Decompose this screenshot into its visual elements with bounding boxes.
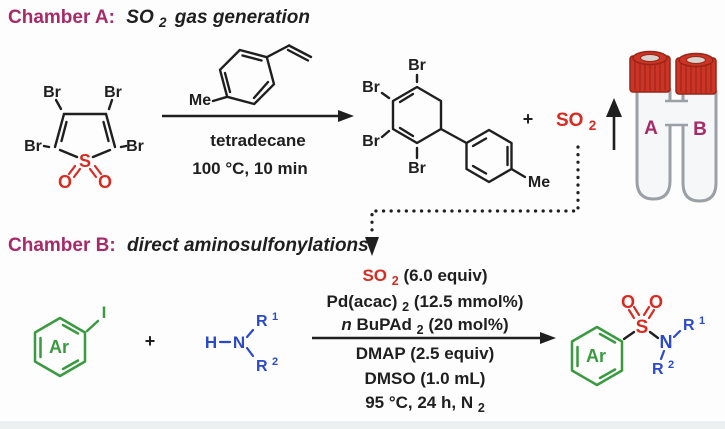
dotted-transfer-arrow xyxy=(365,145,580,256)
me-label: Me xyxy=(528,174,550,191)
condition-solvent: tetradecane xyxy=(210,131,305,150)
o-atom-label: O xyxy=(621,292,635,312)
condition-dmap: DMAP (2.5 equiv) xyxy=(356,344,495,363)
sulfonamide-product-structure: Ar S O O N R 1 R 2 xyxy=(570,292,705,387)
br-label: Br xyxy=(408,57,426,74)
vessel-label-a: A xyxy=(644,118,658,139)
two-chamber-vessel: A B xyxy=(629,50,718,203)
ar-label: Ar xyxy=(586,346,606,366)
vessel-tube-b xyxy=(681,90,718,203)
condition-ligand: n BuPAd 2 (20 mol%) xyxy=(341,315,508,338)
vessel-label-b: B xyxy=(693,119,707,140)
vessel-cap-b xyxy=(675,52,717,95)
s-atom-label: S xyxy=(636,317,649,338)
vessel-tube-a xyxy=(635,88,672,201)
h-atom-label: H xyxy=(205,333,217,352)
arrowhead xyxy=(338,110,354,122)
chamber-a-title-formula: SO xyxy=(126,7,154,28)
n-atom-label: N xyxy=(233,333,245,352)
chamber-b-title: Chamber B: direct aminosulfonylations xyxy=(8,235,369,256)
me-label: Me xyxy=(189,92,211,109)
vessel-cap-a xyxy=(629,50,671,93)
condition-dmso: DMSO (1.0 mL) xyxy=(365,369,486,388)
br-label: Br xyxy=(43,84,61,101)
ar-label: Ar xyxy=(49,337,69,357)
condition-temp-time: 95 °C, 24 h, N 2 xyxy=(365,393,485,415)
amine-structure: H N R 1 R 2 xyxy=(205,311,278,375)
vessel-bridge xyxy=(667,100,686,126)
aryl-iodide-structure: Ar I xyxy=(33,303,107,378)
condition-catalyst: Pd(acac) 2 (12.5 mmol%) xyxy=(327,292,524,315)
bottom-strip xyxy=(0,421,725,429)
plus-sign: + xyxy=(145,331,156,351)
reaction-arrow-a: tetradecane 100 °C, 10 min xyxy=(162,110,354,178)
r1-label: R 1 xyxy=(256,311,278,330)
br-label: Br xyxy=(408,160,426,177)
tetrabromothiophene-dioxide-structure: Br Br Br Br S O O xyxy=(24,84,144,192)
arrowhead xyxy=(540,332,556,344)
n-atom-label: N xyxy=(660,332,673,352)
chamber-a-title-label: Chamber A: xyxy=(8,7,115,28)
br-label: Br xyxy=(24,138,42,155)
chamber-b-title-label: Chamber B: xyxy=(8,235,116,256)
condition-temp-time: 100 °C, 10 min xyxy=(192,159,307,178)
gas-transfer-up-arrow xyxy=(606,98,622,150)
chamber-a-title: Chamber A: SO 2 gas generation xyxy=(8,7,310,32)
iodine-label: I xyxy=(102,303,107,322)
o-atom-label: O xyxy=(58,172,72,192)
tetrabromodiene-product-structure: Br Br Br Br Me xyxy=(362,57,550,191)
reaction-arrow-b: SO 2 (6.0 equiv) Pd(acac) 2 (12.5 mmol%)… xyxy=(312,266,556,415)
br-label: Br xyxy=(126,138,144,155)
r2-label: R 2 xyxy=(652,359,674,378)
s-atom-label: S xyxy=(79,151,91,171)
r2-label: R 2 xyxy=(256,356,278,375)
o-atom-label: O xyxy=(649,292,663,312)
so2-label: SO 2 xyxy=(556,110,596,133)
methylstyrene-structure: Me xyxy=(189,44,313,109)
condition-so2: SO 2 (6.0 equiv) xyxy=(362,266,487,289)
br-label: Br xyxy=(104,84,122,101)
br-label: Br xyxy=(362,133,380,150)
br-label: Br xyxy=(362,79,380,96)
r1-label: R 1 xyxy=(683,315,705,334)
plus-sign: + xyxy=(523,109,534,129)
o-atom-label: O xyxy=(98,172,112,192)
